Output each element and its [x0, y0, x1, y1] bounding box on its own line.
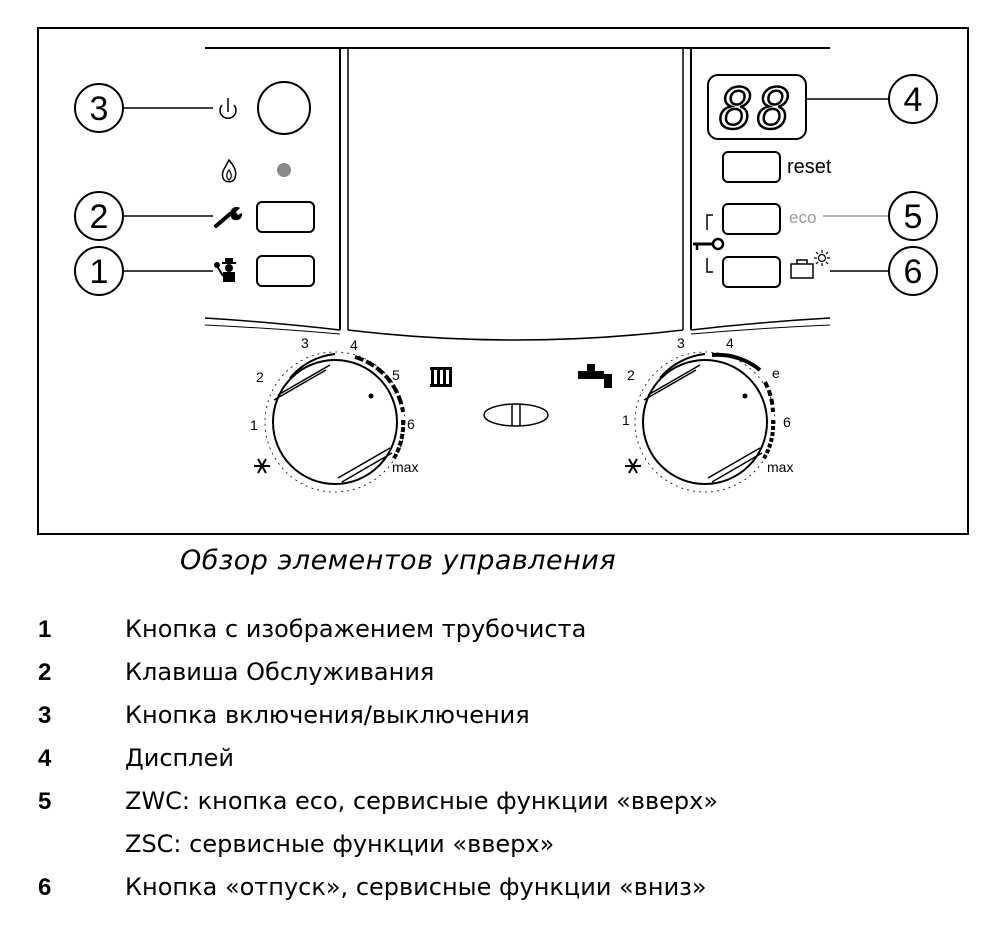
- legend-item: 6 Кнопка «отпуск», сервисные функции «вн…: [30, 873, 970, 916]
- right-dial-label-3: 3: [677, 335, 685, 351]
- vacation-button[interactable]: [722, 256, 781, 288]
- center-indicator-ellipse: [483, 403, 549, 427]
- legend-text: Кнопка «отпуск», сервисные функции «вниз…: [125, 873, 707, 901]
- display-digits: 88: [719, 77, 794, 142]
- reset-button[interactable]: [722, 151, 781, 183]
- heating-temperature-dial[interactable]: [264, 351, 406, 493]
- callout-2-number: 2: [90, 198, 109, 236]
- legend-number: 2: [38, 659, 52, 686]
- legend-list: 1 Кнопка с изображением трубочиста 2 Кла…: [30, 615, 970, 916]
- legend-text: ZWC: кнопка eco, сервисные функции «ввер…: [125, 787, 719, 815]
- left-dial-label-6: 6: [407, 416, 415, 432]
- left-dial-label-5: 5: [392, 367, 400, 383]
- legend-text: Клавиша Обслуживания: [125, 658, 435, 686]
- right-dial-label-6: 6: [783, 414, 791, 430]
- wrench-icon: [214, 206, 243, 228]
- chimney-sweep-icon: [214, 258, 236, 282]
- callout-3-number: 3: [90, 90, 109, 128]
- reset-label: reset: [787, 156, 832, 178]
- callout-5-circle: [888, 191, 938, 241]
- left-dial-label-4: 4: [350, 337, 358, 353]
- center-screen-frame: [204, 48, 831, 341]
- callout-4-circle: [888, 74, 938, 124]
- legend-text: Кнопка включения/выключения: [125, 701, 530, 729]
- legend-text: Дисплей: [125, 744, 234, 772]
- flame-icon: [221, 158, 237, 183]
- control-panel-diagram: 3 2 1 88 4 reset eco: [37, 27, 969, 535]
- left-dial-label-2: 2: [256, 369, 264, 385]
- legend-text: Кнопка с изображением трубочиста: [125, 615, 587, 643]
- callout-1-number: 1: [90, 253, 109, 291]
- key-lock-icon: [693, 214, 725, 273]
- left-dial-label-3: 3: [301, 335, 309, 351]
- callout-6-circle: [888, 246, 938, 296]
- left-dial-label-1: 1: [250, 417, 258, 433]
- callout-6-number: 6: [904, 253, 923, 291]
- right-dial-label-1: 1: [622, 412, 630, 428]
- left-dial-label-max: max: [392, 459, 418, 475]
- snowflake-icon: [254, 458, 270, 474]
- power-icon: [219, 98, 237, 120]
- eco-button[interactable]: [722, 203, 781, 235]
- legend-item: 2 Клавиша Обслуживания: [30, 658, 970, 701]
- legend-item: 3 Кнопка включения/выключения: [30, 701, 970, 744]
- legend-item: 4 Дисплей: [30, 744, 970, 787]
- eco-label: eco: [789, 208, 816, 227]
- callout-4-number: 4: [904, 81, 923, 119]
- legend-number: 4: [38, 745, 52, 772]
- radiator-icon: [430, 367, 452, 387]
- legend-number: 5: [38, 788, 52, 815]
- digital-display: [707, 74, 807, 140]
- suitcase-sun-icon: [790, 250, 830, 279]
- panel-frame: [37, 27, 969, 535]
- figure-caption: Обзор элементов управления: [180, 545, 617, 576]
- right-dial-label-2: 2: [627, 367, 635, 383]
- right-dial-label-4: 4: [726, 335, 734, 351]
- burner-indicator-led: [277, 163, 291, 177]
- legend-number: 6: [38, 874, 52, 901]
- service-button[interactable]: [256, 201, 315, 233]
- snowflake-icon: [625, 458, 641, 474]
- callout-5-number: 5: [904, 198, 923, 236]
- tap-icon: [578, 364, 612, 388]
- legend-number: 1: [38, 616, 52, 643]
- chimney-sweep-button[interactable]: [256, 255, 315, 287]
- right-dial-label-max: max: [767, 459, 793, 475]
- hot-water-temperature-dial[interactable]: [634, 351, 776, 493]
- right-dial-label-e: e: [772, 365, 780, 381]
- legend-item: 1 Кнопка с изображением трубочиста: [30, 615, 970, 658]
- legend-item: 5 ZWC: кнопка eco, сервисные функции «вв…: [30, 787, 970, 830]
- power-button[interactable]: [257, 81, 311, 135]
- legend-number: 3: [38, 702, 52, 729]
- legend-subtext: ZSC: сервисные функции «вверх»: [125, 830, 555, 858]
